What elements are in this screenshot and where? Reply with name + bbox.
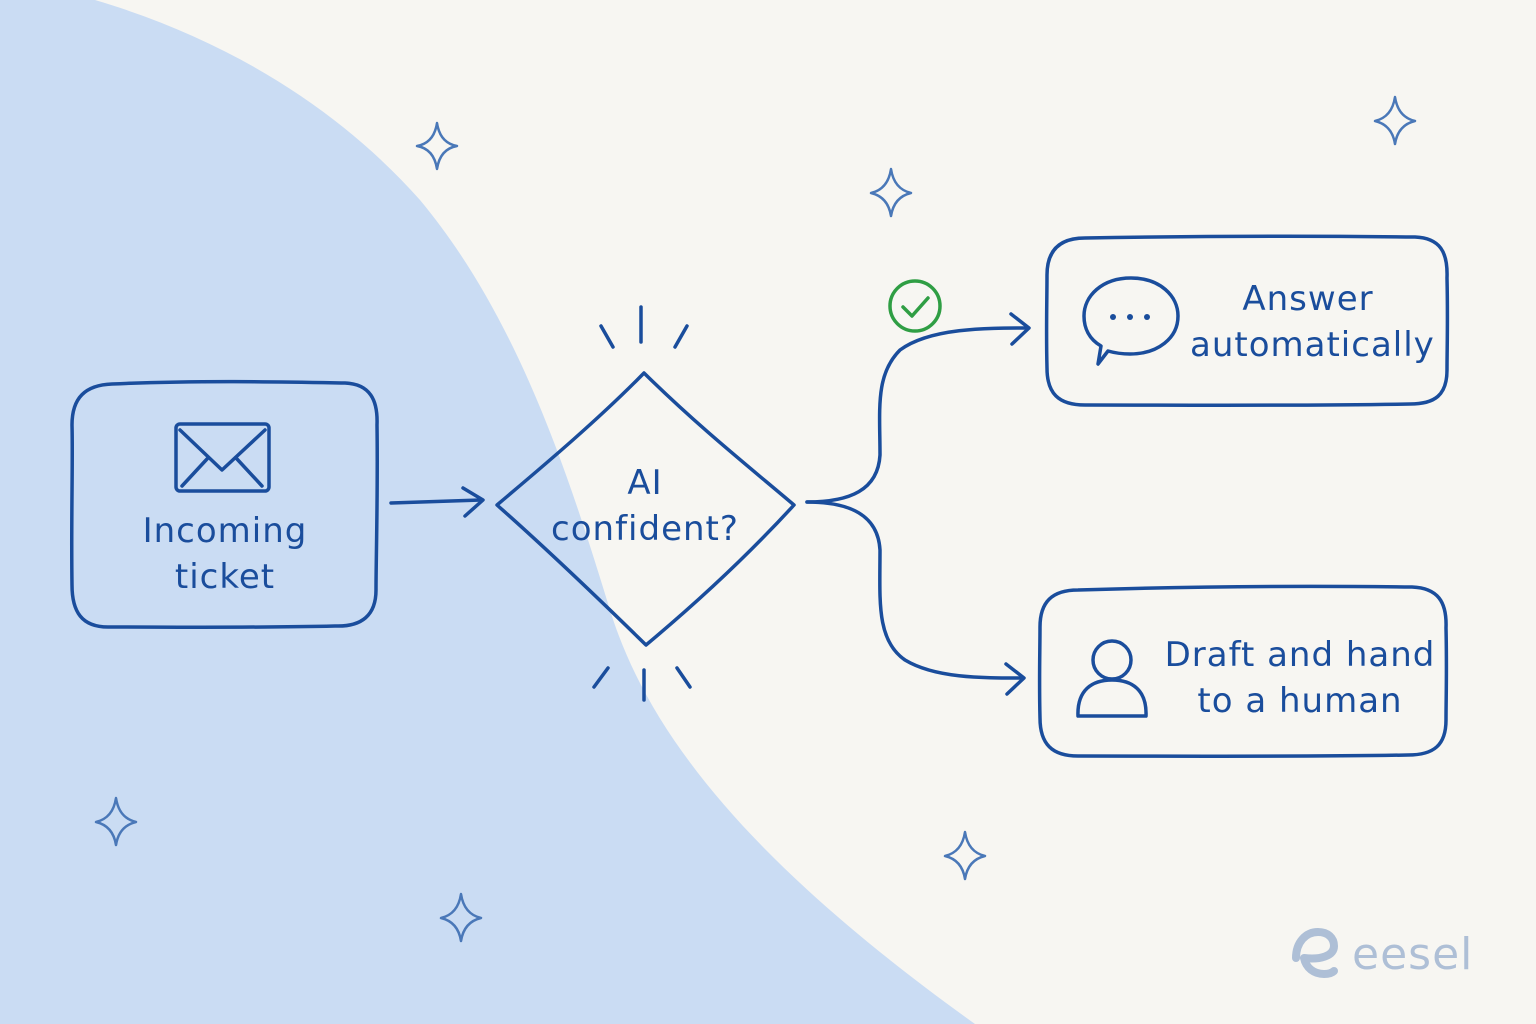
handoff-label-line2: to a human: [1197, 681, 1403, 721]
branch-connector: [805, 326, 1029, 504]
incoming-label-line1: Incoming: [142, 511, 308, 551]
incoming-label-line2: ticket: [174, 557, 276, 597]
decision-label: AI confident?: [530, 460, 760, 552]
answer-label: Answer automatically: [1190, 276, 1435, 368]
decision-emphasis-lines: [592, 305, 692, 702]
decision-label-line2: confident?: [551, 509, 739, 549]
handoff-label: Draft and hand to a human: [1162, 632, 1438, 724]
decision-node: [495, 371, 796, 647]
sparkle-icon: [943, 830, 987, 881]
chat-bubble-icon: [1082, 276, 1180, 366]
envelope-icon: [174, 422, 271, 493]
answer-label-line1: Answer: [1242, 279, 1374, 319]
draft-and-hand-to-human-node: [1037, 584, 1449, 758]
answer-automatically-node: [1044, 234, 1450, 407]
sparkle-icons: [94, 95, 1417, 943]
sparkle-icon: [1373, 95, 1417, 146]
sparkle-icon: [415, 121, 459, 171]
arrow-to-decision: [389, 498, 483, 505]
sparkle-icon: [439, 892, 483, 943]
check-circle-icon: [888, 279, 942, 333]
eesel-logo-icon: [1292, 928, 1338, 979]
background-blob: [0, 0, 975, 1024]
incoming-label: Incoming ticket: [92, 508, 358, 600]
incoming-ticket-node: [69, 379, 380, 629]
eesel-brand: eesel: [1290, 922, 1473, 986]
sparkle-icon: [869, 167, 913, 218]
eesel-wordmark: eesel: [1352, 928, 1474, 980]
decision-label-line1: AI: [627, 463, 663, 503]
person-icon: [1076, 639, 1148, 718]
answer-label-line2: automatically: [1190, 325, 1435, 365]
sparkle-icon: [94, 796, 138, 847]
chat-dots: [1110, 314, 1150, 320]
handoff-label-line1: Draft and hand: [1164, 635, 1436, 675]
